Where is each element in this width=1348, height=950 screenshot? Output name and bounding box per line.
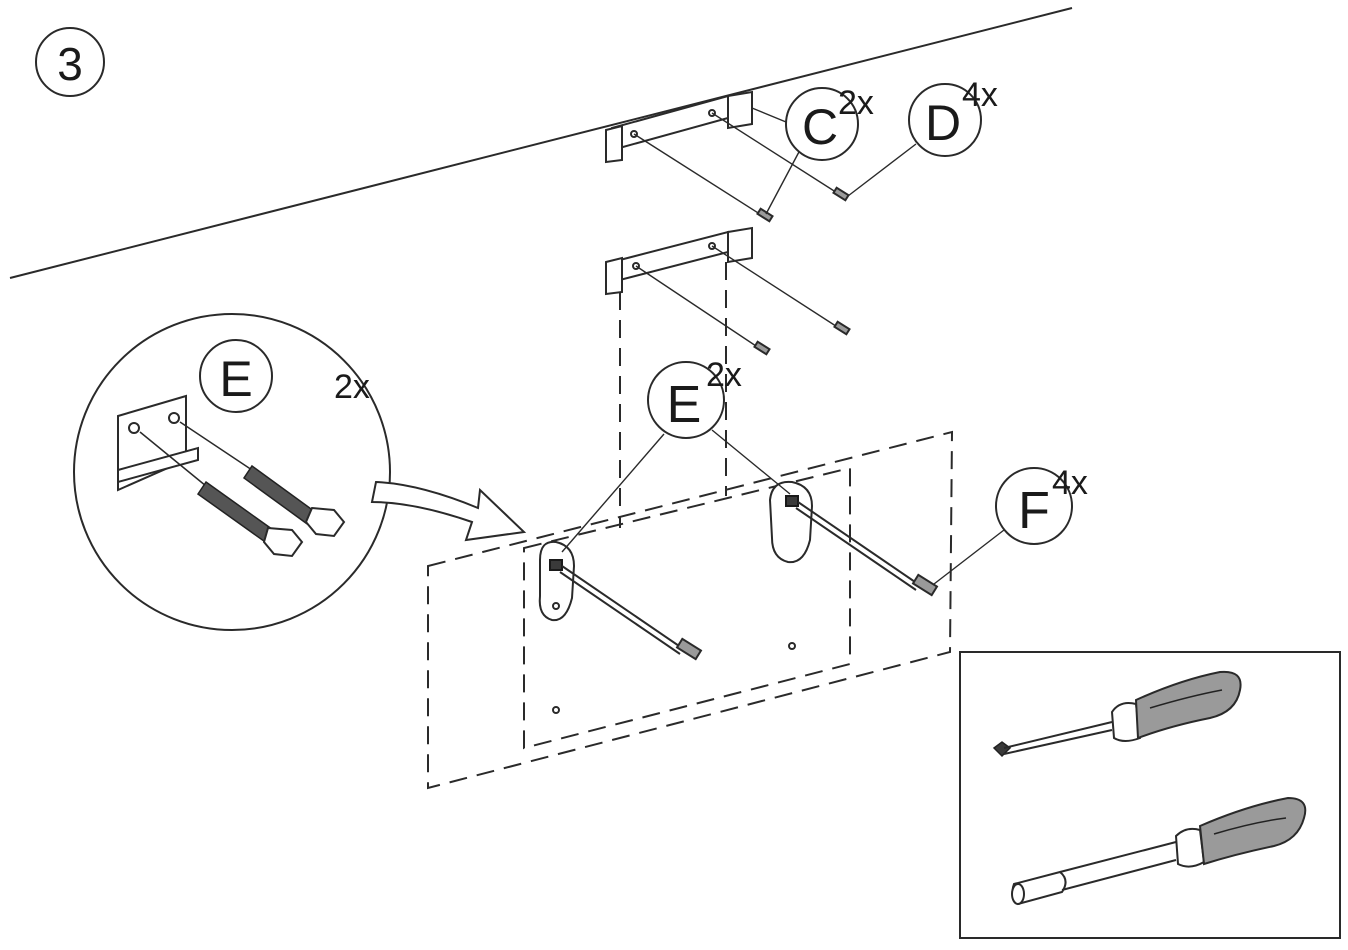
callout-f: F 4x xyxy=(995,464,1088,545)
callout-e-letter: E xyxy=(667,376,702,434)
detail-letter: E xyxy=(219,351,252,407)
step-number-badge: 3 xyxy=(35,27,105,97)
callout-e-qty: 2x xyxy=(706,356,742,394)
leader-f xyxy=(933,529,1005,585)
panel-outline-inner xyxy=(523,466,851,750)
step-number: 3 xyxy=(57,38,83,90)
lower-bracket xyxy=(605,226,851,356)
leader-d xyxy=(847,143,917,197)
callout-d: D 4x xyxy=(908,76,998,157)
leader-e-left xyxy=(561,433,665,553)
detail-screw-1 xyxy=(139,431,304,558)
detail-qty: 2x xyxy=(334,368,370,406)
callout-d-letter: D xyxy=(925,95,961,151)
ceiling-line xyxy=(9,7,1073,279)
detail-view: E 2x xyxy=(73,313,391,631)
callout-c-qty: 2x xyxy=(838,84,874,122)
tools-box xyxy=(959,651,1341,939)
callout-c: C 2x xyxy=(785,84,874,161)
upper-bracket xyxy=(605,90,850,223)
phillips-screwdriver xyxy=(992,670,1242,758)
detail-screw-2 xyxy=(179,421,346,538)
nut-driver xyxy=(1011,796,1307,906)
callout-e: E 2x xyxy=(647,356,742,439)
leader-c-lower xyxy=(765,149,801,215)
leader-e-right xyxy=(711,429,791,495)
leader-c-upper xyxy=(751,107,787,123)
mounting-plate-right xyxy=(768,480,939,597)
panel-outline-outer xyxy=(427,430,954,790)
detail-arrow xyxy=(370,480,527,542)
callout-c-letter: C xyxy=(802,99,838,155)
callout-f-letter: F xyxy=(1018,482,1050,540)
mounting-plate-left xyxy=(538,540,796,714)
callout-d-qty: 4x xyxy=(962,76,998,114)
callout-f-qty: 4x xyxy=(1052,464,1088,502)
